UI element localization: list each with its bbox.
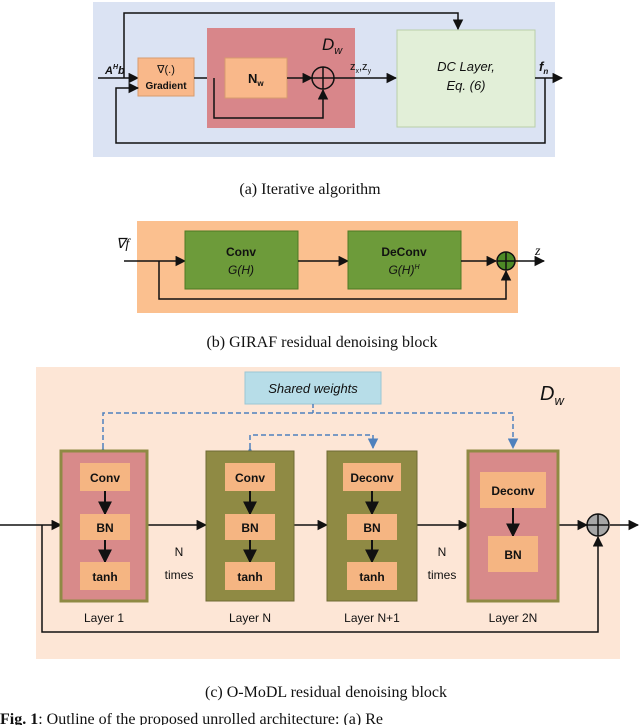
layer-n-tanh-label: tanh [237, 570, 262, 584]
figure-caption: Fig. 1: Outline of the proposed unrolled… [0, 711, 383, 725]
layer-n-bn-label: BN [241, 521, 258, 535]
layer-1-tanh-label: tanh [92, 570, 117, 584]
skip-connection-b [158, 261, 512, 300]
dc-layer-eq: Eq. (6) [446, 78, 485, 93]
layer-1-conv-label: Conv [90, 471, 120, 485]
layer-1-bn [80, 514, 130, 540]
figure-caption-text: : Outline of the proposed unrolled archi… [38, 711, 383, 725]
input-label-ahb: AHb [104, 64, 125, 77]
gradient-symbol: ∇(.) [156, 64, 175, 76]
dc-layer-title: DC Layer, [437, 59, 495, 74]
grad-f-input: ∇f [116, 237, 131, 252]
figure-caption-prefix: Fig. 1 [0, 711, 38, 725]
deconv-sub-b: G(H)H [388, 263, 420, 277]
arrow-top-feed-dc [123, 12, 464, 78]
layer-2n-bn-label: BN [504, 548, 521, 562]
layer-2n-bn [488, 536, 538, 572]
panel-c: Shared weights Dw Conv BN tanh Laye [0, 367, 640, 701]
layer-2n-label: Layer 2N [489, 611, 538, 625]
layer-1-bn-label: BN [96, 521, 113, 535]
layer-n-plus-1-deconv-label: Deconv [350, 471, 394, 485]
layer-n-plus-1-deconv [343, 463, 401, 491]
layer-2n: Deconv BN Layer 2N [466, 449, 560, 625]
nw-box [224, 57, 288, 99]
layer-n-plus-1-bn-label: BN [363, 521, 380, 535]
gradient-box [137, 57, 195, 97]
n-times-2-times: times [428, 568, 457, 582]
z-output-b: z [534, 244, 541, 259]
nw-label: Nw [248, 71, 264, 88]
deconv-title-b: DeConv [381, 245, 427, 259]
layer-2n-deconv-label: Deconv [491, 484, 535, 498]
dc-layer-box [396, 29, 536, 128]
panel-b: ∇f Conv G(H) DeConv G(H)H z (b) GIRAF re… [116, 221, 546, 351]
caption-b: (b) GIRAF residual denoising block [206, 334, 437, 351]
n-times-1-times: times [165, 568, 194, 582]
layer-n-bn [225, 514, 275, 540]
layer-1-conv [80, 463, 130, 491]
deconv-box-b [347, 230, 462, 290]
layer-1: Conv BN tanh Layer 1 [59, 449, 149, 625]
shared-weights-label: Shared weights [268, 381, 358, 396]
arrow-feedback-loop [115, 78, 546, 144]
layer-n-conv-label: Conv [235, 471, 265, 485]
gradient-label: Gradient [145, 81, 187, 92]
shared-weights-outer-arrow [97, 412, 519, 458]
shared-weights-inner-arrow [244, 434, 379, 458]
f-output-label: fn [539, 59, 548, 76]
skip-connection-dw [213, 78, 329, 119]
n-times-1-n: N [175, 545, 184, 559]
layer-n-conv [225, 463, 275, 491]
layer-n-plus-1-tanh [347, 562, 397, 590]
panel-a: AHb ∇(.) Gradient Dw Nw zx,zy DC Layer, … [93, 2, 564, 198]
conv-sub-b: G(H) [228, 263, 254, 277]
layer-n-plus-1-label: Layer N+1 [344, 611, 400, 625]
shared-weights-box [244, 371, 382, 405]
layer-1-label: Layer 1 [84, 611, 124, 625]
dw-label: Dw [322, 35, 343, 57]
layer-2n-deconv [480, 472, 546, 508]
conv-title-b: Conv [226, 245, 256, 259]
layer-1-tanh [80, 562, 130, 590]
caption-c: (c) O-MoDL residual denoising block [205, 684, 447, 701]
layer-n-plus-1-bn [347, 514, 397, 540]
layer-n-plus-1-tanh-label: tanh [359, 570, 384, 584]
layer-n: Conv BN tanh Layer N [205, 450, 295, 625]
skip-connection-c [41, 525, 604, 633]
n-times-2-n: N [438, 545, 447, 559]
z-output-label: zx,zy [350, 61, 372, 75]
conv-box-b [184, 230, 299, 290]
layer-n-tanh [225, 562, 275, 590]
layer-n-label: Layer N [229, 611, 271, 625]
dw-label-c: Dw [540, 383, 565, 408]
caption-a: (a) Iterative algorithm [239, 181, 381, 198]
layer-n-plus-1: Deconv BN tanh Layer N+1 [326, 450, 418, 625]
